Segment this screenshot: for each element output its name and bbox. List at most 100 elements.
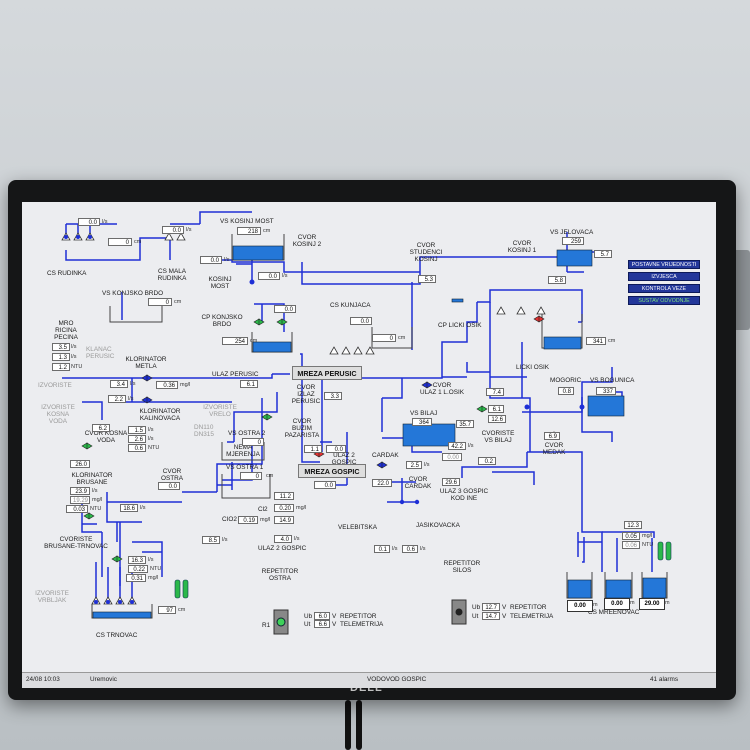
cio2-b: 14.9 (274, 516, 294, 524)
mro-a: 3.5 (52, 343, 70, 351)
repetitor-silos-ut-label: Ut (472, 613, 479, 620)
buzim-b: 0.0 (326, 445, 346, 453)
mreznovac-b: 0.05 (622, 532, 640, 540)
cvor-cardak-flow: 22.0 (372, 479, 392, 487)
ostra1-level: 0 (240, 472, 262, 480)
kunjaca-level: 0 (372, 334, 396, 342)
trnovac-cl: 0.31 (126, 574, 146, 582)
cvor-ostra-flow: 0.0 (158, 482, 180, 490)
trnovac-flow2: 16.3 (128, 556, 146, 564)
mreznovac-d3: 29.00 (639, 598, 665, 610)
mala-rudinka-flow: 0.0 (162, 226, 184, 234)
brusane-b: 19.29 (70, 496, 90, 504)
label-vs-ostra-2: VS OSTRA 2 (228, 430, 266, 437)
status-alarms[interactable]: 41 alarms (650, 676, 679, 683)
label-vs-bilaj: VS BILAJ (410, 410, 438, 417)
kosinj-most-flow1: 0.0 (200, 256, 222, 264)
status-datetime: 24/08 10:03 (26, 676, 60, 683)
monitor-cable (345, 700, 351, 750)
nav-sustav-odvodnje[interactable]: SUSTAV ODVODNJE (628, 296, 700, 305)
kosna-b: 26.0 (70, 460, 90, 468)
label-vs-bogunica: VS BOGUNICA (590, 377, 635, 384)
label-cs-kunjaca: CS KUNJACA (330, 302, 371, 309)
label-jasikovacka: JASIKOVACKA (416, 522, 460, 529)
label-mogoric: MOGORIC (550, 377, 582, 384)
label-licki-osik: LICKI OSIK (516, 364, 550, 371)
label-velebitska: VELEBITSKA (338, 524, 378, 531)
label-ulaz-2-gospic: ULAZ 2 GOSPIC (258, 545, 307, 552)
izlaz-perusic-flow: 3.3 (324, 392, 342, 400)
label-cio2: CIO2 (222, 516, 237, 523)
mreznovac-d1: 0.00 (567, 600, 593, 612)
mreza-gospic-button[interactable]: MREZA GOSPIC (298, 464, 366, 478)
repetitor-silos-ub-label: Ub (472, 604, 481, 611)
velebitska-flow: 0.1 (374, 545, 390, 553)
mreza-perusic-button[interactable]: MREZA PERUSIC (292, 366, 362, 380)
cp-konjsko-level: 254 (222, 337, 248, 345)
label-vs-jelovaca: VS JELOVACA (550, 229, 594, 236)
rudinka-flow: 0.0 (78, 218, 100, 226)
label-cs-trnovac: CS TRNOVAC (96, 632, 138, 639)
repetitor-silos-rep: REPETITOR (510, 604, 547, 611)
ulaz3-flow: 29.6 (442, 478, 460, 486)
status-user: Uremovic (90, 676, 117, 683)
repetitor-ostra-ub-label: Ub (304, 613, 313, 620)
label-ulaz-perusic: ULAZ PERUSIC (212, 371, 259, 378)
medak-flow: 6.9 (544, 432, 560, 440)
ulaz-perusic-flow: 6.1 (240, 380, 258, 388)
ostra2-level: 0 (242, 438, 264, 446)
mro-b: 1.3 (52, 353, 70, 361)
metla-cl: 0.36 (156, 381, 178, 389)
repetitor-ostra-rep: REPETITOR (340, 613, 377, 620)
repetitor-ostra-ut-label: Ut (304, 621, 311, 628)
bilaj-c: 42.2 (448, 442, 466, 450)
repetitor-silos-tel: TELEMETRIJA (510, 613, 554, 620)
trnovac-flow3: 0.22 (128, 565, 148, 573)
mreznovac-c: 0.06 (622, 541, 640, 549)
trnovac-flow1: 18.6 (120, 504, 138, 512)
monitor-cable (356, 700, 362, 750)
nav-izvjesca[interactable]: IZVJESCA (628, 272, 700, 281)
mreznovac-a: 12.3 (624, 521, 642, 529)
mreznovac-d2: 0.00 (604, 598, 630, 610)
bilaj-d: 0.00 (442, 453, 462, 461)
mreza-gospic-flow: 0.0 (314, 481, 336, 489)
nav-kontrola-veze[interactable]: KONTROLA VEZE (628, 284, 700, 293)
jasikovacka-flow: 0.6 (402, 545, 418, 553)
repetitor-silos-ut: 14.7 (482, 612, 500, 620)
studenci-flow: 5.3 (418, 275, 436, 283)
jelovaca-level: 259 (562, 237, 584, 245)
jelovaca-flow: 5.7 (594, 250, 612, 258)
kosinj-most-flow2: 0.0 (258, 272, 280, 280)
label-cardak: CARDAK (372, 452, 399, 459)
mro-c: 1.2 (52, 363, 70, 371)
repetitor-silos-ub: 12.7 (482, 603, 500, 611)
nav-postavne-vrijednosti[interactable]: POSTAVNE VRIJEDNOSTI (628, 260, 700, 269)
kosna-flow: 6.2 (92, 424, 110, 432)
metla-flow: 3.4 (110, 380, 128, 388)
cio2-a: 0.19 (238, 516, 258, 524)
